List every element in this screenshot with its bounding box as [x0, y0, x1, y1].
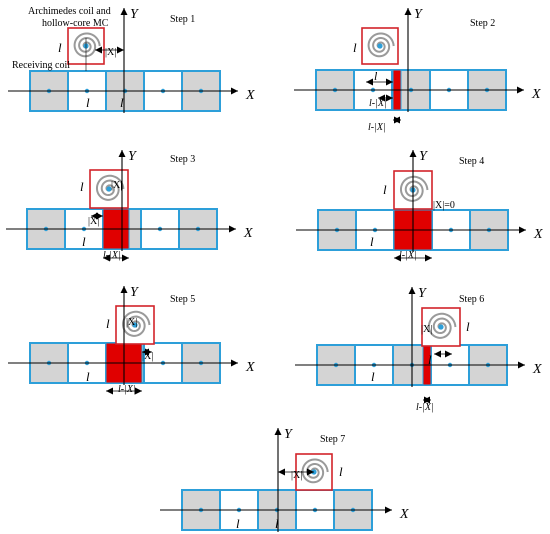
x-offset-label: |X| [111, 180, 122, 191]
coil-center-dot [377, 43, 383, 49]
arrowhead-right [386, 78, 393, 86]
x-dim-label: l-|X| [369, 98, 387, 109]
arrowhead-left [106, 387, 113, 395]
y-axis-label: Y [419, 149, 429, 164]
tile-side-label: l [371, 369, 375, 384]
arrowhead-up [408, 287, 416, 294]
arrowhead-right [445, 350, 452, 358]
arrowhead-up [274, 428, 282, 435]
x-axis-label: X [245, 88, 255, 103]
arrowhead-left [378, 94, 385, 102]
side-length-label: l [106, 316, 110, 331]
x-offset-label: |X| [126, 317, 137, 328]
side-dim-label: l [374, 69, 378, 83]
side-length-label: l [353, 40, 357, 55]
arrowhead-right [122, 254, 129, 262]
overlap-dim-label: l-|X| [118, 384, 136, 395]
x-right-label: |X| [142, 351, 153, 362]
tile-side-label-2: l [120, 95, 124, 110]
arrowhead-right [385, 506, 392, 514]
coil-caption-line1: Archimedes coil and [28, 6, 111, 17]
y-axis-label: Y [284, 427, 294, 442]
arrowhead-up [118, 150, 126, 157]
x-axis-label: X [243, 226, 253, 241]
receiving-coil-caption: Receiving coil [12, 60, 70, 71]
arrowhead-right [231, 87, 238, 95]
x-axis-label: X [399, 507, 409, 522]
x-zero-label: |X|=0 [433, 200, 455, 211]
arrowhead-right [229, 225, 236, 233]
y-axis-label: Y [130, 285, 140, 300]
overlap-dim-label: l-|X| [103, 250, 121, 261]
tile-side-label: l [370, 234, 374, 249]
tile-side-label-2: l [275, 516, 279, 531]
side-length-label: l [339, 464, 343, 479]
arrowhead-right [386, 94, 393, 102]
arrowhead-right [96, 212, 103, 220]
x-offset-label: |X| [291, 470, 302, 481]
y-axis-label: Y [418, 286, 428, 301]
side-length-label: l [80, 179, 84, 194]
side-length-label: l [466, 319, 470, 334]
x-offset-label: |X| [105, 47, 116, 58]
arrowhead-right [117, 46, 124, 54]
arrowhead-left [103, 254, 110, 262]
arrowhead-up [120, 8, 128, 15]
arrowhead-right [145, 348, 152, 356]
arrowhead-left [278, 468, 285, 476]
overlap-dim-label: l-|X| [368, 122, 386, 133]
arrowhead-up [120, 286, 128, 293]
tile-side-label-2: l [428, 352, 432, 367]
step-7-label: Step 7 [320, 434, 345, 445]
arrowhead-right [424, 396, 431, 404]
x-axis-label: X [245, 360, 255, 375]
arrowhead-left [394, 254, 401, 262]
tile-side-label: l [236, 516, 240, 531]
arrowhead-right [519, 226, 526, 234]
arrowhead-right [394, 116, 401, 124]
overlap-dim-label: l-|X| [399, 250, 417, 261]
tile-side-label: l [82, 234, 86, 249]
overlap-dim-label: l-|X| [416, 402, 434, 413]
arrowhead-up [409, 150, 417, 157]
arrowhead-right [307, 468, 314, 476]
tile-side-label: l [86, 369, 90, 384]
arrowhead-right [231, 359, 238, 367]
side-length-label: l [383, 182, 387, 197]
x-axis-label: X [531, 87, 541, 102]
x-axis-label: X [532, 362, 542, 377]
y-axis-label: Y [130, 7, 140, 22]
y-axis-label: Y [414, 7, 424, 22]
x-offset-label: |X| [421, 324, 432, 335]
x-axis-label: X [533, 227, 543, 242]
arrowhead-left [366, 78, 373, 86]
arrowhead-right [517, 86, 524, 94]
coil-center-dot [106, 186, 112, 192]
step-1-label: Step 1 [170, 14, 195, 25]
coil-center-dot [438, 324, 444, 330]
arrowhead-right [135, 387, 142, 395]
step-5-label: Step 5 [170, 294, 195, 305]
coil-center-dot [132, 322, 138, 328]
arrowhead-left [95, 46, 102, 54]
tile-side-label: l [86, 95, 90, 110]
arrowhead-up [404, 8, 412, 15]
x-left-label: |X| [88, 216, 99, 227]
step-2-label: Step 2 [470, 18, 495, 29]
arrowhead-right [425, 254, 432, 262]
side-length-label: l [58, 40, 62, 55]
arrowhead-right [518, 361, 525, 369]
step-4-label: Step 4 [459, 156, 484, 167]
coil-caption-line2: hollow-core MC [42, 18, 109, 29]
step-3-label: Step 3 [170, 154, 195, 165]
y-axis-label: Y [128, 149, 138, 164]
step-6-label: Step 6 [459, 294, 484, 305]
arrowhead-left [434, 350, 441, 358]
